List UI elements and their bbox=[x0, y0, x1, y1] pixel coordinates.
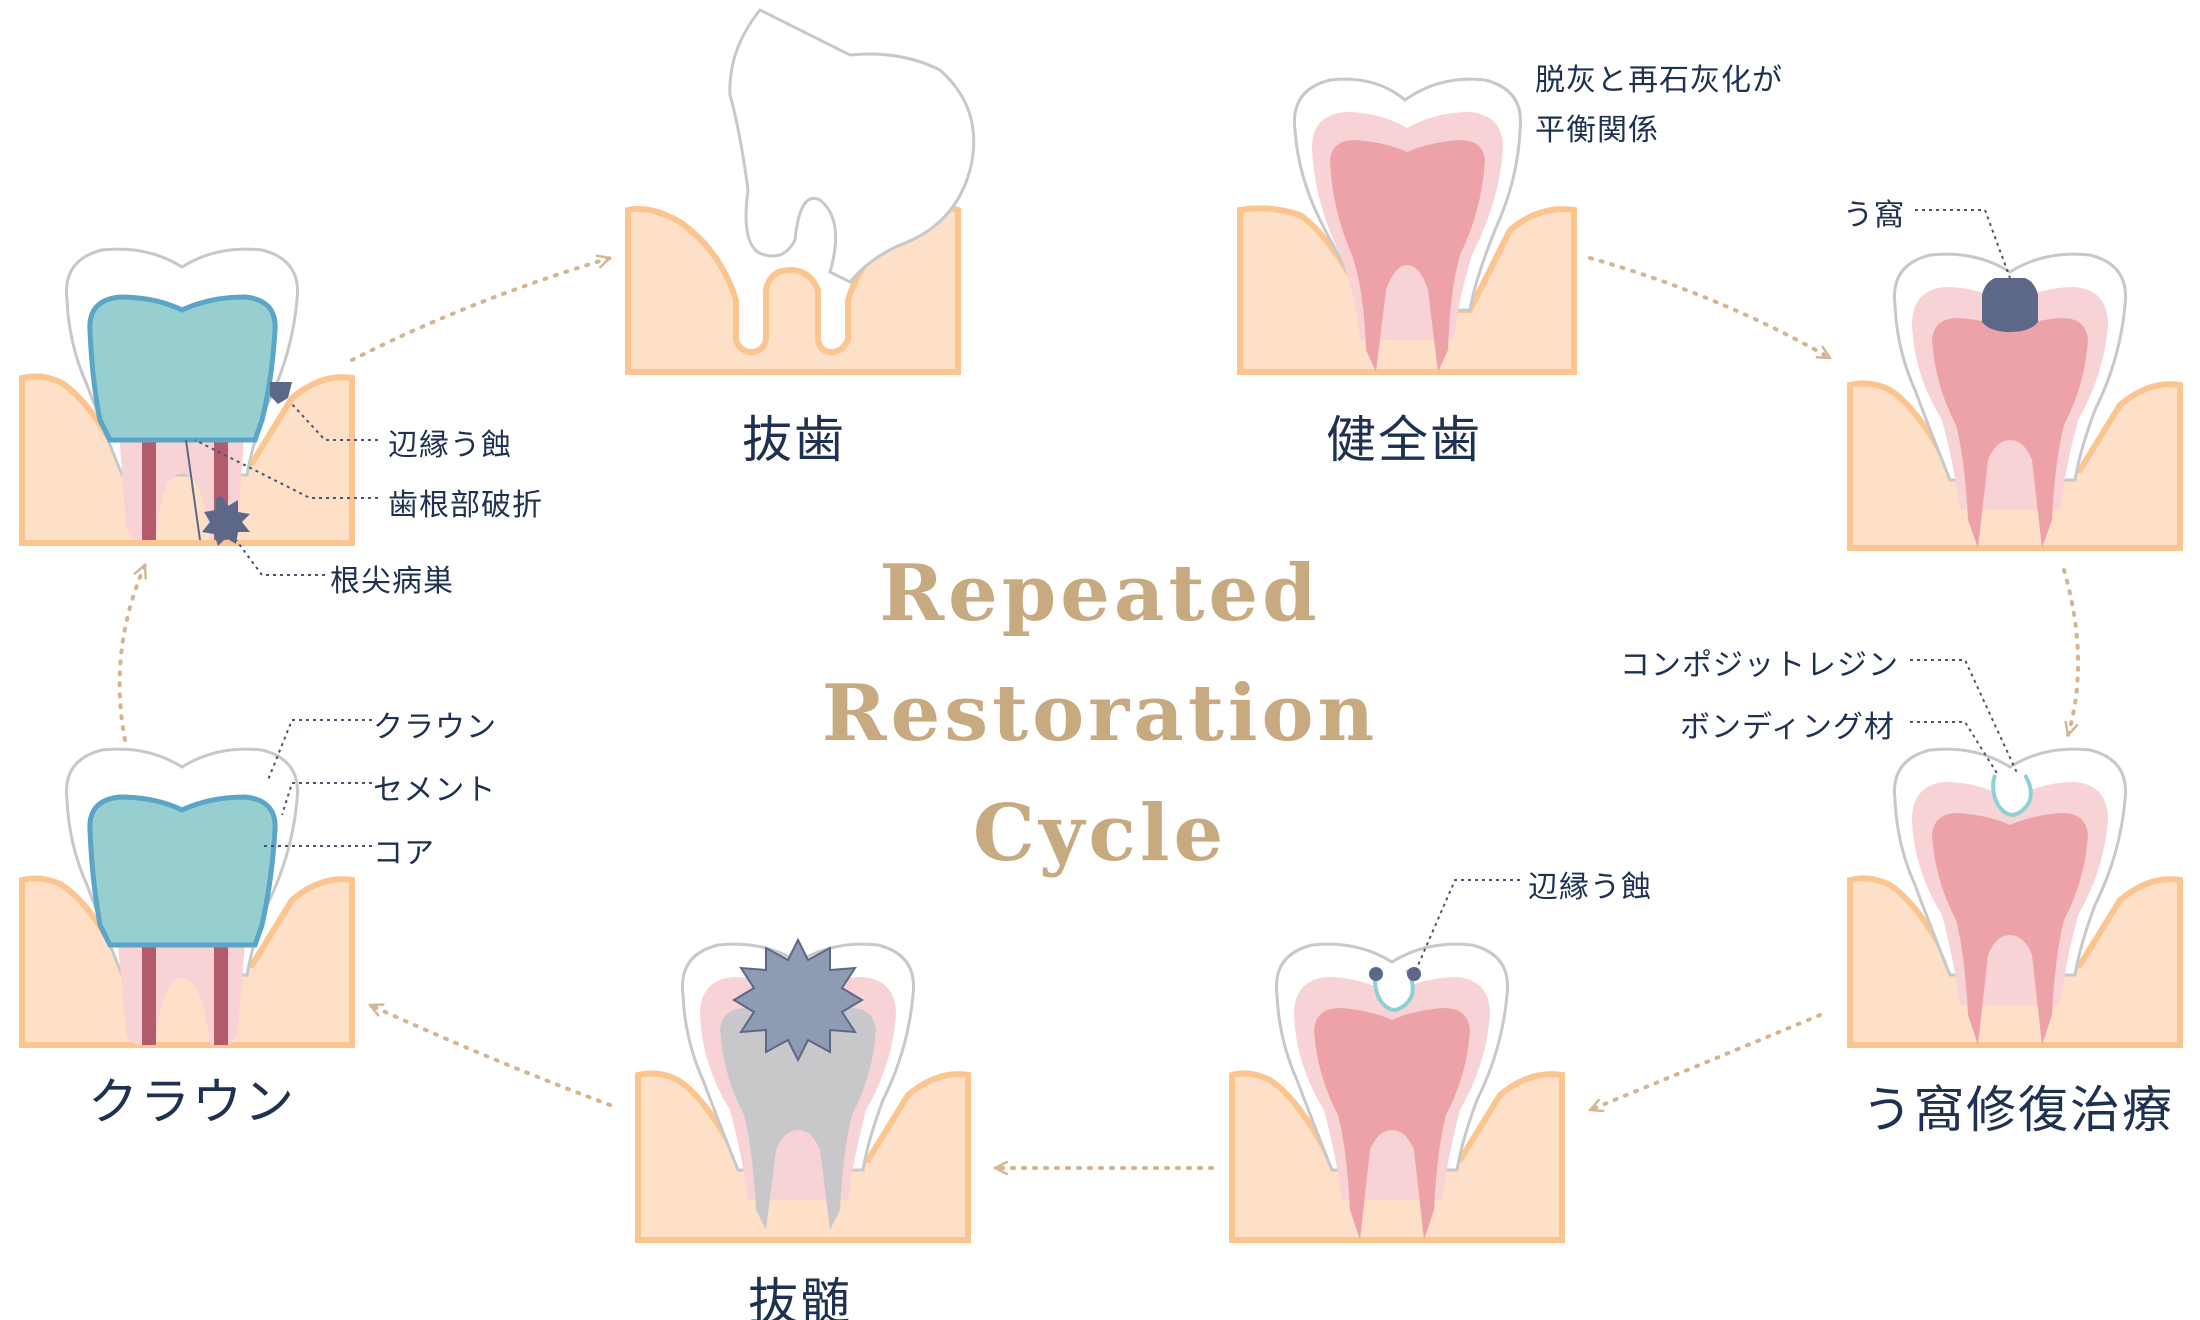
tooth-secondary-caries bbox=[1229, 942, 1565, 1243]
annotation-crown: クラウン bbox=[373, 710, 497, 745]
tooth-caries bbox=[1847, 252, 2183, 551]
arrow-healthy-to-caries bbox=[1588, 256, 1830, 360]
annotation-apical-lesion: 根尖病巣 bbox=[330, 564, 454, 599]
title-line-2: Restoration bbox=[821, 668, 1379, 759]
annotation-cavity: う窩 bbox=[1843, 198, 1905, 233]
arrow-crown-to-extraction bbox=[350, 258, 610, 362]
stage-label-extraction: 抜歯 bbox=[742, 411, 846, 469]
cycle-arrows bbox=[117, 256, 2081, 1168]
tooth-crown bbox=[19, 747, 355, 1048]
tooth-failed-crown bbox=[19, 247, 355, 546]
annotation-core: コア bbox=[373, 836, 435, 871]
arrow-composite-to-secondary bbox=[1590, 1013, 1822, 1110]
arrow-pulpectomy-to-crown bbox=[370, 1003, 612, 1107]
annotation-cement: セメント bbox=[373, 773, 497, 808]
title-line-3: Cycle bbox=[972, 788, 1228, 879]
annotation-composite-resin: コンポジットレジン bbox=[1620, 648, 1899, 683]
tooth-pulpectomy bbox=[635, 937, 971, 1243]
annotation-bonding: ボンディング材 bbox=[1680, 710, 1895, 745]
annotation-secondary-caries-left: 辺縁う蝕 bbox=[388, 428, 512, 463]
annotation-root-fracture: 歯根部破折 bbox=[388, 488, 543, 523]
stage-label-healthy: 健全歯 bbox=[1326, 411, 1482, 469]
annotation-healthy-line-2: 平衡関係 bbox=[1535, 113, 1659, 148]
title-line-1: Repeated bbox=[879, 548, 1321, 639]
annotation-healthy-line-1: 脱灰と再石灰化が bbox=[1535, 63, 1783, 98]
arrow-crown-up bbox=[117, 565, 147, 742]
stage-label-caries-treatment: う窩修復治療 bbox=[1862, 1081, 2174, 1139]
stage-label-crown: クラウン bbox=[88, 1073, 296, 1131]
leader-lines bbox=[194, 209, 2019, 971]
tooth-composite bbox=[1847, 747, 2183, 1048]
arrow-caries-to-composite bbox=[2062, 568, 2081, 735]
stage-label-pulpectomy: 抜髄 bbox=[748, 1273, 852, 1320]
tooth-healthy bbox=[1237, 77, 1577, 375]
annotation-secondary-caries-right: 辺縁う蝕 bbox=[1528, 870, 1652, 905]
tooth-extraction bbox=[625, 8, 976, 375]
